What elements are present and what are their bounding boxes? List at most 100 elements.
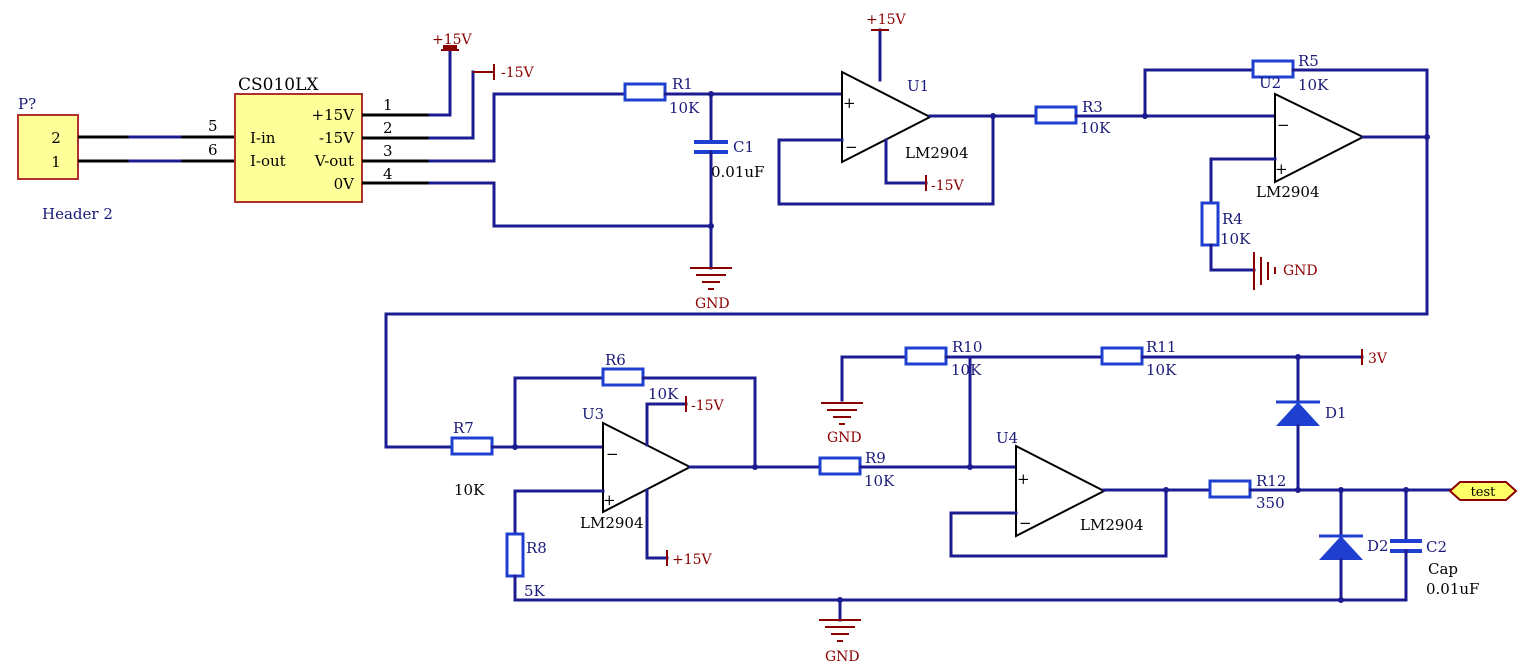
power-label-p15-u1: +15V <box>866 12 907 28</box>
d2-ref: D2 <box>1367 537 1389 555</box>
d1-ref: D1 <box>1325 404 1347 422</box>
sensor-pin-num-2: 2 <box>383 119 393 137</box>
sensor-pin-num-1: 1 <box>383 96 393 114</box>
net-port-label: test <box>1471 485 1497 500</box>
u3-part: LM2904 <box>580 514 644 532</box>
u2-minus: − <box>1277 116 1290 134</box>
u3-minus: − <box>606 445 619 463</box>
capacitor-c2: C2 Cap 0.01uF <box>1390 538 1479 598</box>
resistor-r11: R11 10K <box>1100 338 1177 379</box>
sensor-cs010lx: CS010LX 5 6 I-in I-out +15V -15V V-out 0… <box>208 75 393 203</box>
u2-plus: + <box>1275 160 1288 178</box>
sensor-pin-num-5: 5 <box>208 117 218 135</box>
capacitor-c1: C1 0.01uF <box>694 138 764 181</box>
power-p15-u1: +15V <box>866 12 907 31</box>
sensor-pin-num-6: 6 <box>208 141 218 159</box>
r3-ref: R3 <box>1082 98 1103 116</box>
resistor-r4: R4 10K <box>1200 201 1251 248</box>
r3-value: 10K <box>1080 119 1111 137</box>
u1-ref: U1 <box>907 77 929 95</box>
resistor-r5: R5 10K <box>1251 52 1329 94</box>
gnd-label-r10: GND <box>827 430 862 446</box>
c2-value: 0.01uF <box>1426 580 1479 598</box>
power-label-m15-u1: -15V <box>931 178 965 194</box>
power-p15-sensor: +15V <box>432 32 473 51</box>
r11-value: 10K <box>1146 361 1177 379</box>
r9-ref: R9 <box>865 449 886 467</box>
gnd-label-r4: GND <box>1283 263 1318 279</box>
c2-ref: C2 <box>1426 538 1447 556</box>
ground-bottom: GND <box>819 619 861 665</box>
gnd-label-1: GND <box>695 296 730 312</box>
r12-ref: R12 <box>1256 472 1286 490</box>
r8-ref: R8 <box>526 539 547 557</box>
sensor-label-m15: -15V <box>319 129 355 147</box>
r5-value: 10K <box>1298 76 1329 94</box>
connector-ref: P? <box>18 95 36 113</box>
connector-header: P? 2 1 Header 2 <box>17 95 113 223</box>
resistor-r7: R7 10K <box>450 419 494 499</box>
gnd-label-bottom: GND <box>825 649 860 665</box>
r4-ref: R4 <box>1222 210 1243 228</box>
net-port-test: test <box>1448 481 1518 501</box>
sensor-pin-num-4: 4 <box>383 165 393 183</box>
r10-value: 10K <box>951 361 982 379</box>
r11-ref: R11 <box>1146 338 1176 356</box>
power-m15-u3: -15V <box>685 396 725 414</box>
power-p15-u3: +15V <box>666 550 713 568</box>
u4-minus: − <box>1019 514 1032 532</box>
opamp-u1: + − U1 LM2904 <box>841 70 969 164</box>
sensor-label-iin: I-in <box>250 129 276 147</box>
resistor-r9: R9 10K <box>818 449 895 490</box>
c1-ref: C1 <box>733 138 754 156</box>
sensor-label-p15: +15V <box>312 106 356 124</box>
u1-minus: − <box>845 138 858 156</box>
connector-pin-1: 1 <box>51 153 61 171</box>
r1-ref: R1 <box>672 75 693 93</box>
ground-1: GND <box>690 267 732 312</box>
r8-value: 5K <box>524 582 546 600</box>
connector-name: Header 2 <box>42 205 113 223</box>
resistor-r10: R10 10K <box>904 338 982 379</box>
r7-value: 10K <box>454 481 485 499</box>
power-3v: 3V <box>1361 349 1388 367</box>
r4-value: 10K <box>1220 230 1251 248</box>
u3-plus: + <box>603 491 616 509</box>
r7-ref: R7 <box>453 419 474 437</box>
resistor-r12: R12 350 <box>1208 472 1286 512</box>
u1-plus: + <box>843 94 856 112</box>
power-label-3v: 3V <box>1368 351 1388 367</box>
r12-value: 350 <box>1256 494 1285 512</box>
sensor-label-0v: 0V <box>334 175 356 193</box>
opamp-u2: − + U2 LM2904 <box>1256 74 1366 201</box>
resistor-r3: R3 10K <box>1034 98 1111 137</box>
power-label-p15-u3: +15V <box>672 552 713 568</box>
resistor-r1: R1 10K <box>623 75 700 117</box>
power-label-m15-sensor: -15V <box>501 65 535 81</box>
sensor-name: CS010LX <box>238 75 319 95</box>
u4-ref: U4 <box>996 429 1018 447</box>
u4-part: LM2904 <box>1080 516 1144 534</box>
r6-value: 10K <box>648 385 679 403</box>
power-m15-sensor: -15V <box>473 64 535 81</box>
r9-value: 10K <box>864 472 895 490</box>
resistor-r8: R8 5K <box>505 532 547 600</box>
sensor-label-vout: V-out <box>314 152 354 170</box>
sensor-label-iout: I-out <box>250 152 286 170</box>
diode-d2: D2 <box>1319 534 1389 560</box>
ground-r4: GND <box>1253 252 1318 290</box>
u4-plus: + <box>1017 470 1030 488</box>
c2-name: Cap <box>1428 560 1458 578</box>
u3-ref: U3 <box>582 405 604 423</box>
r10-ref: R10 <box>952 338 982 356</box>
r6-ref: R6 <box>605 351 626 369</box>
power-label-m15-u3: -15V <box>691 398 725 414</box>
power-label-p15-sensor: +15V <box>432 32 473 48</box>
opamp-u4: + − U4 LM2904 <box>996 429 1144 538</box>
u2-ref: U2 <box>1259 74 1281 92</box>
diode-d1: D1 <box>1276 400 1347 426</box>
u2-part: LM2904 <box>1256 183 1320 201</box>
ground-r10: GND <box>821 402 863 446</box>
